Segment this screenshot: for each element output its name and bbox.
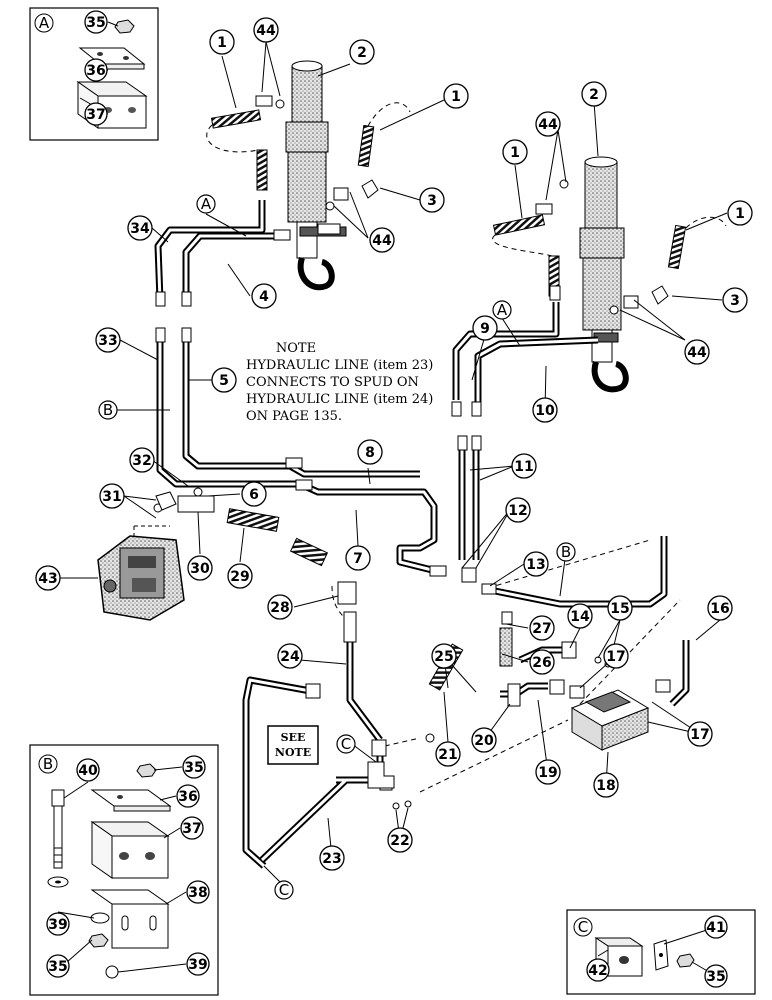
inset-callout-37: 37 [86, 107, 105, 123]
nut-35 [88, 933, 109, 948]
callout-32: 32 [132, 453, 151, 469]
right-hydraulic-cylinder [579, 156, 629, 393]
callout-circles [35, 10, 753, 988]
callout-23: 23 [322, 851, 341, 867]
callout-16: 16 [710, 601, 729, 617]
inset-callout-38: 38 [188, 885, 207, 901]
clamp-block-37 [90, 821, 170, 879]
inset-b-letter: B [43, 755, 53, 773]
see-note-line2: NOTE [275, 746, 311, 759]
callout-4: 4 [259, 289, 269, 305]
bracket-38 [90, 889, 170, 949]
callout-13: 13 [526, 557, 545, 573]
callout-b: B [561, 543, 571, 561]
callout-3: 3 [730, 293, 740, 309]
nut-35 [676, 953, 695, 968]
callout-21: 21 [438, 747, 457, 763]
plate-36 [90, 789, 172, 812]
callout-8: 8 [365, 445, 375, 461]
callout-34: 34 [130, 221, 150, 237]
callout-44: 44 [256, 23, 276, 39]
inset-callout-35: 35 [706, 969, 725, 985]
inset-callout-42: 42 [588, 963, 607, 979]
callout-43: 43 [38, 571, 57, 587]
callout-15: 15 [610, 601, 629, 617]
callout-30: 30 [190, 561, 210, 577]
washer-39 [105, 965, 119, 979]
callout-1: 1 [735, 206, 745, 222]
note-line-1: HYDRAULIC LINE (item 23) [246, 358, 433, 373]
callout-28: 28 [270, 600, 289, 616]
callout-14: 14 [570, 609, 590, 625]
callout-2: 2 [357, 45, 367, 61]
callout-6: 6 [249, 487, 259, 503]
callout-9: 9 [480, 321, 490, 337]
see-note-line1: SEE [281, 731, 306, 744]
callout-20: 20 [474, 733, 494, 749]
note-block: NOTE HYDRAULIC LINE (item 23) CONNECTS T… [246, 341, 433, 424]
callout-a: A [497, 301, 508, 319]
inset-callout-36: 36 [178, 789, 197, 805]
leader-lines [57, 21, 728, 977]
left-hydraulic-cylinder [285, 60, 347, 291]
inset-callout-37: 37 [182, 821, 201, 837]
callout-1: 1 [451, 89, 461, 105]
note-title: NOTE [276, 341, 316, 356]
callout-3: 3 [427, 193, 437, 209]
inset-c-letter: C [578, 918, 588, 936]
callout-b: B [103, 401, 113, 419]
callout-c: C [279, 881, 289, 899]
callout-7: 7 [353, 551, 363, 567]
hydraulic-pump-43 [97, 535, 185, 621]
callout-11: 11 [514, 459, 533, 475]
inset-callout-35: 35 [48, 959, 67, 975]
note-line-3: HYDRAULIC LINE (item 24) [246, 392, 433, 407]
inset-callout-39: 39 [188, 957, 207, 973]
callout-c: C [341, 735, 351, 753]
callout-10: 10 [535, 403, 555, 419]
inset-c: C [566, 909, 756, 995]
inset-a-letter: A [39, 14, 50, 32]
inset-callout-39: 39 [48, 917, 67, 933]
callout-19: 19 [538, 765, 557, 781]
note-line-2: CONNECTS TO SPUD ON [246, 375, 419, 390]
callout-1: 1 [510, 145, 520, 161]
inset-b: B [29, 744, 219, 996]
inset-callout-35: 35 [184, 760, 203, 776]
callout-22: 22 [390, 833, 409, 849]
callout-18: 18 [596, 778, 615, 794]
inset-callout-40: 40 [78, 763, 98, 779]
note-line-4: ON PAGE 135. [246, 409, 342, 424]
callout-31: 31 [102, 489, 121, 505]
callout-44: 44 [372, 233, 392, 249]
callout-a: A [201, 195, 212, 213]
callout-1: 1 [217, 35, 227, 51]
inset-callout-36: 36 [86, 63, 105, 79]
callout-17: 17 [606, 649, 625, 665]
see-note-box: SEE NOTE [267, 725, 319, 765]
callout-33: 33 [98, 333, 117, 349]
block-18 [570, 689, 650, 751]
inset-callout-35: 35 [86, 15, 105, 31]
nut-35 [114, 19, 135, 34]
nut-35 [136, 763, 157, 778]
callout-5: 5 [219, 373, 229, 389]
callout-2: 2 [589, 87, 599, 103]
callout-26: 26 [532, 655, 551, 671]
callout-27: 27 [532, 621, 551, 637]
inset-callout-41: 41 [706, 920, 725, 936]
bolt-40 [51, 789, 65, 869]
plate-36 [78, 47, 146, 70]
callout-29: 29 [230, 569, 249, 585]
callout-24: 24 [280, 649, 300, 665]
callout-17: 17 [690, 727, 709, 743]
plate-41 [653, 939, 669, 971]
callout-44: 44 [687, 345, 707, 361]
callout-25: 25 [434, 649, 453, 665]
callout-12: 12 [508, 503, 527, 519]
callout-44: 44 [538, 117, 558, 133]
